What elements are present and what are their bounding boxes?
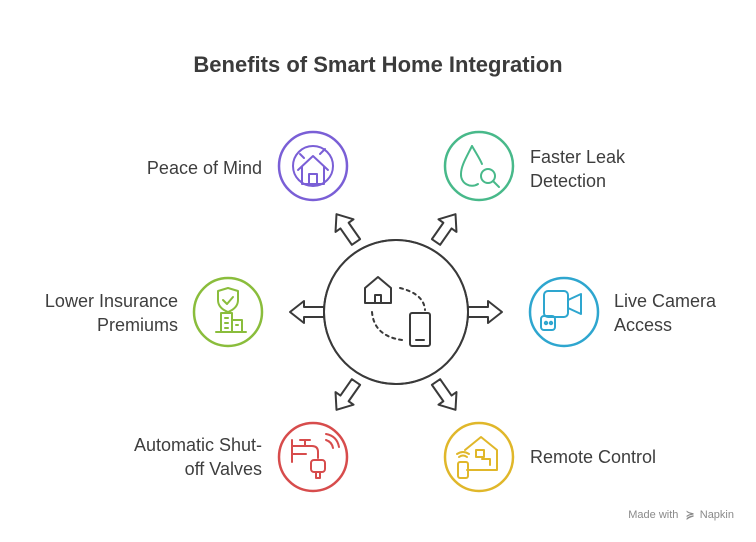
watermark: Made with ≽ Napkin xyxy=(628,508,734,521)
label-remote-control: Remote Control xyxy=(530,447,657,467)
house-icon xyxy=(292,145,334,187)
automatic-shutoff-valves-node xyxy=(277,421,349,493)
label-lower-insurance-premiums: Lower Insurance Premiums xyxy=(44,291,178,335)
camera-icon xyxy=(540,290,582,331)
arrow-to-live-camera-access xyxy=(467,300,503,324)
water-drop-magnifier-icon xyxy=(459,145,500,188)
label-faster-leak-detection: Faster Leak Detection xyxy=(530,147,626,191)
shield-building-icon xyxy=(215,287,247,333)
arrow-to-lower-insurance-premiums xyxy=(289,300,325,324)
lower-insurance-premiums-node xyxy=(192,276,264,348)
label-automatic-shutoff-valves: Automatic Shut- off Valves xyxy=(133,435,262,479)
label-live-camera-access: Live Camera Access xyxy=(614,291,717,335)
watermark-prefix: Made with xyxy=(628,509,679,521)
arrow-to-remote-control xyxy=(430,378,458,411)
napkin-logo-icon: ≽ xyxy=(685,509,695,521)
arrow-to-automatic-shutoff-valves xyxy=(334,378,362,411)
peace-of-mind-node xyxy=(277,130,349,202)
label-peace-of-mind: Peace of Mind xyxy=(146,158,262,178)
faster-leak-detection-node xyxy=(443,130,515,202)
arrow-to-peace-of-mind xyxy=(334,213,362,246)
home-remote-icon xyxy=(456,436,498,479)
watermark-brand: Napkin xyxy=(699,509,734,521)
arrow-to-faster-leak-detection xyxy=(430,213,458,246)
home-phone-sync-icon xyxy=(364,276,431,347)
live-camera-access-node xyxy=(528,276,600,348)
remote-control-node xyxy=(443,421,515,493)
valve-icon xyxy=(291,433,340,479)
diagram-title: Benefits of Smart Home Integration xyxy=(193,52,563,77)
hub-arrows xyxy=(289,213,503,411)
